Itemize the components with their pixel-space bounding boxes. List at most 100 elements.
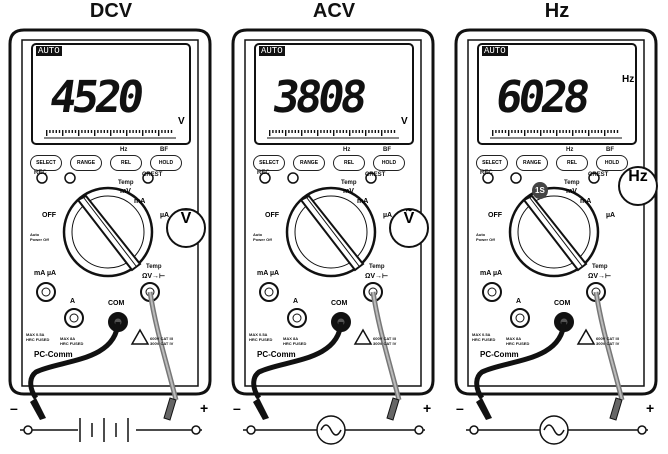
rec-label: REC <box>257 170 270 176</box>
off-label: OFF <box>488 212 502 219</box>
temp-jack-label: Temp <box>369 264 385 270</box>
auto-off-label: Auto Power Off <box>476 232 495 242</box>
lcd-display <box>31 43 191 145</box>
hold-button[interactable]: HOLD <box>596 155 628 171</box>
off-label: OFF <box>42 212 56 219</box>
cat-rating-label: 600V CAT III 300V CAT IV <box>373 336 397 346</box>
ma-dial-label: mA <box>134 198 146 205</box>
crest-label: CREST <box>365 172 386 178</box>
cat-rating-label: 600V CAT III 300V CAT IV <box>596 336 620 346</box>
meter-drawing <box>231 28 435 445</box>
lcd-display <box>477 43 637 145</box>
bf-label: BF <box>383 147 391 153</box>
temp-jack-label: Temp <box>146 264 162 270</box>
negative-probe-sign: – <box>10 400 18 416</box>
range-button[interactable]: RANGE <box>70 155 102 171</box>
temp-label: Temp <box>564 180 580 186</box>
lcd-auto-indicator: AUTO <box>259 46 285 56</box>
bf-label: BF <box>606 147 614 153</box>
ma-ua-jack-label: mA µA <box>480 270 503 277</box>
negative-probe-sign: – <box>456 400 464 416</box>
fuse-label-ma: MAX 0.5A HRC FUSED <box>249 332 273 342</box>
fuse-label-a: MAX 8A HRC FUSED <box>283 336 307 346</box>
lcd-auto-indicator: AUTO <box>36 46 62 56</box>
ua-dial-label: µA <box>606 212 616 219</box>
lcd-reading: 6028 <box>492 72 590 123</box>
lcd-unit: V <box>401 116 408 127</box>
rel-button[interactable]: REL <box>333 155 365 171</box>
select-button[interactable]: SELECT <box>30 155 62 171</box>
ma-ua-jack-label: mA µA <box>34 270 57 277</box>
ma-dial-label: mA <box>580 198 592 205</box>
com-jack-label: COM <box>331 300 348 307</box>
panel-title: DCV <box>89 0 133 22</box>
positive-probe-sign: + <box>200 400 209 416</box>
com-jack-label: COM <box>108 300 125 307</box>
ohm-v-jack-label: ΩV→⊢ <box>588 273 612 280</box>
ua-dial-label: µA <box>160 212 170 219</box>
brand-label: PC-Comm <box>34 350 73 359</box>
a-jack-label: A <box>70 298 76 305</box>
fuse-label-a: MAX 8A HRC FUSED <box>60 336 84 346</box>
select-button[interactable]: SELECT <box>476 155 508 171</box>
hold-button[interactable]: HOLD <box>150 155 182 171</box>
positive-probe-sign: + <box>423 400 432 416</box>
ma-ua-jack-label: mA µA <box>257 270 280 277</box>
rec-label: REC <box>480 170 493 176</box>
ua-dial-label: µA <box>383 212 393 219</box>
positive-probe-sign: + <box>646 400 655 416</box>
mv-label: mV <box>120 188 131 195</box>
mv-label: mV <box>343 188 354 195</box>
meter-drawing <box>8 28 212 442</box>
black-test-lead <box>474 321 567 400</box>
hz-label: Hz <box>566 147 574 153</box>
lcd-auto-indicator: AUTO <box>482 46 508 56</box>
function-callout: Hz <box>618 166 658 206</box>
com-jack-label: COM <box>554 300 571 307</box>
off-label: OFF <box>265 212 279 219</box>
rel-button[interactable]: REL <box>556 155 588 171</box>
a-jack-label: A <box>293 298 299 305</box>
auto-off-label: Auto Power Off <box>30 232 49 242</box>
crest-label: CREST <box>588 172 609 178</box>
brand-label: PC-Comm <box>480 350 519 359</box>
lcd-display <box>254 43 414 145</box>
cat-rating-label: 600V CAT III 300V CAT IV <box>150 336 174 346</box>
ohm-v-jack-label: ΩV→⊢ <box>142 273 166 280</box>
black-test-lead <box>251 321 344 400</box>
function-callout: V̅ <box>166 208 206 248</box>
lcd-unit: Hz <box>622 74 635 85</box>
press-duration-badge: 1S <box>532 182 548 199</box>
lcd-unit: V <box>178 116 185 127</box>
select-button[interactable]: SELECT <box>253 155 285 171</box>
lcd-reading: 4520 <box>46 72 144 123</box>
hz-label: Hz <box>343 147 351 153</box>
a-jack-label: A <box>516 298 522 305</box>
panel-title: ACV <box>312 0 356 22</box>
range-button[interactable]: RANGE <box>516 155 548 171</box>
hz-label: Hz <box>120 147 128 153</box>
temp-jack-label: Temp <box>592 264 608 270</box>
fuse-label-a: MAX 8A HRC FUSED <box>506 336 530 346</box>
bf-label: BF <box>160 147 168 153</box>
ohm-v-jack-label: ΩV→⊢ <box>365 273 389 280</box>
crest-label: CREST <box>142 172 163 178</box>
hold-button[interactable]: HOLD <box>373 155 405 171</box>
range-button[interactable]: RANGE <box>293 155 325 171</box>
temp-label: Temp <box>118 180 134 186</box>
temp-label: Temp <box>341 180 357 186</box>
mv-label: mV <box>566 188 577 195</box>
lcd-reading: 3808 <box>269 72 367 123</box>
ma-dial-label: mA <box>357 198 369 205</box>
function-callout: Ṽ <box>389 208 429 248</box>
rel-button[interactable]: REL <box>110 155 142 171</box>
black-test-lead <box>28 321 121 400</box>
negative-probe-sign: – <box>233 400 241 416</box>
auto-off-label: Auto Power Off <box>253 232 272 242</box>
panel-title: Hz <box>544 0 570 22</box>
meter-drawing <box>454 28 658 445</box>
brand-label: PC-Comm <box>257 350 296 359</box>
